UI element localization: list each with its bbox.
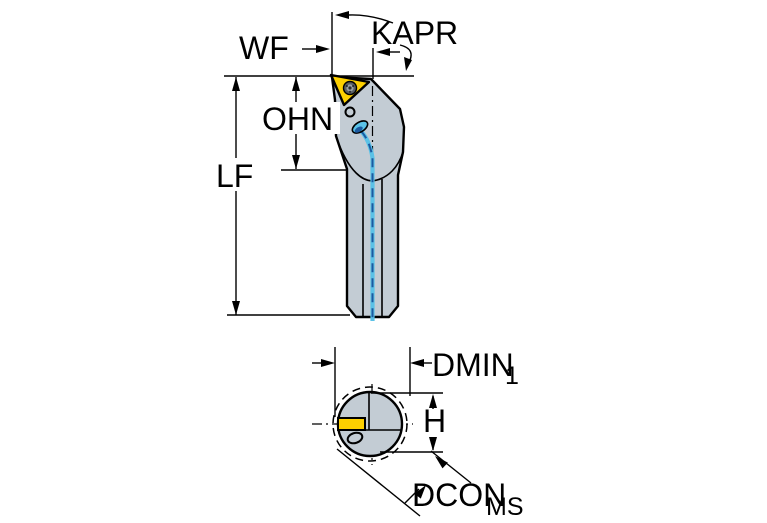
label-wf: WF <box>239 30 289 66</box>
ohn-arrow-bottom <box>292 155 300 169</box>
lf-arrow-top <box>232 77 240 91</box>
lf-label-bg <box>212 158 256 191</box>
kapr-ref-arrow <box>376 48 390 56</box>
label-dcon-subscript: MS <box>486 493 524 521</box>
h-arrow-bottom <box>429 437 437 451</box>
label-dcon: DCON <box>412 477 506 513</box>
tool-body <box>330 75 406 319</box>
ohn-label-bg <box>258 102 340 134</box>
kapr-leader-arrow <box>335 11 349 19</box>
dcon-tangent-line-upper <box>430 450 472 484</box>
insert-screw <box>342 80 358 96</box>
wf-arrow <box>316 45 330 53</box>
label-kapr: KAPR <box>371 15 458 51</box>
coolant-outlet <box>351 120 369 134</box>
dcon-arrow-upper <box>435 456 448 469</box>
kapr-arc-arrow <box>404 57 412 71</box>
coolant-channel-dashes <box>360 130 374 321</box>
dmin-arrow-left <box>321 359 335 367</box>
label-lf: LF <box>216 158 253 194</box>
head-blend-curve <box>335 135 404 182</box>
insert-end-view <box>337 417 366 431</box>
dcon-leader-line <box>404 488 420 504</box>
end-view-hole <box>346 431 364 445</box>
lf-arrow-bottom <box>232 301 240 315</box>
dcon-tangent-line-lower <box>336 448 421 517</box>
top-view: WF KAPR OHN LF <box>212 11 458 321</box>
end-view: DMIN 1 H DCON MS <box>312 347 524 521</box>
ohn-arrow-top <box>292 77 300 91</box>
kapr-leader-line <box>347 14 394 24</box>
label-ohn: OHN <box>262 101 333 137</box>
head-hole <box>344 106 356 118</box>
dcon-arrow-lower <box>414 485 426 499</box>
label-dmin: DMIN <box>432 347 514 383</box>
label-dmin-subscript: 1 <box>505 362 519 390</box>
dmin-arrow-right <box>410 359 424 367</box>
h-arrow-top <box>429 394 437 408</box>
label-h: H <box>423 403 446 439</box>
